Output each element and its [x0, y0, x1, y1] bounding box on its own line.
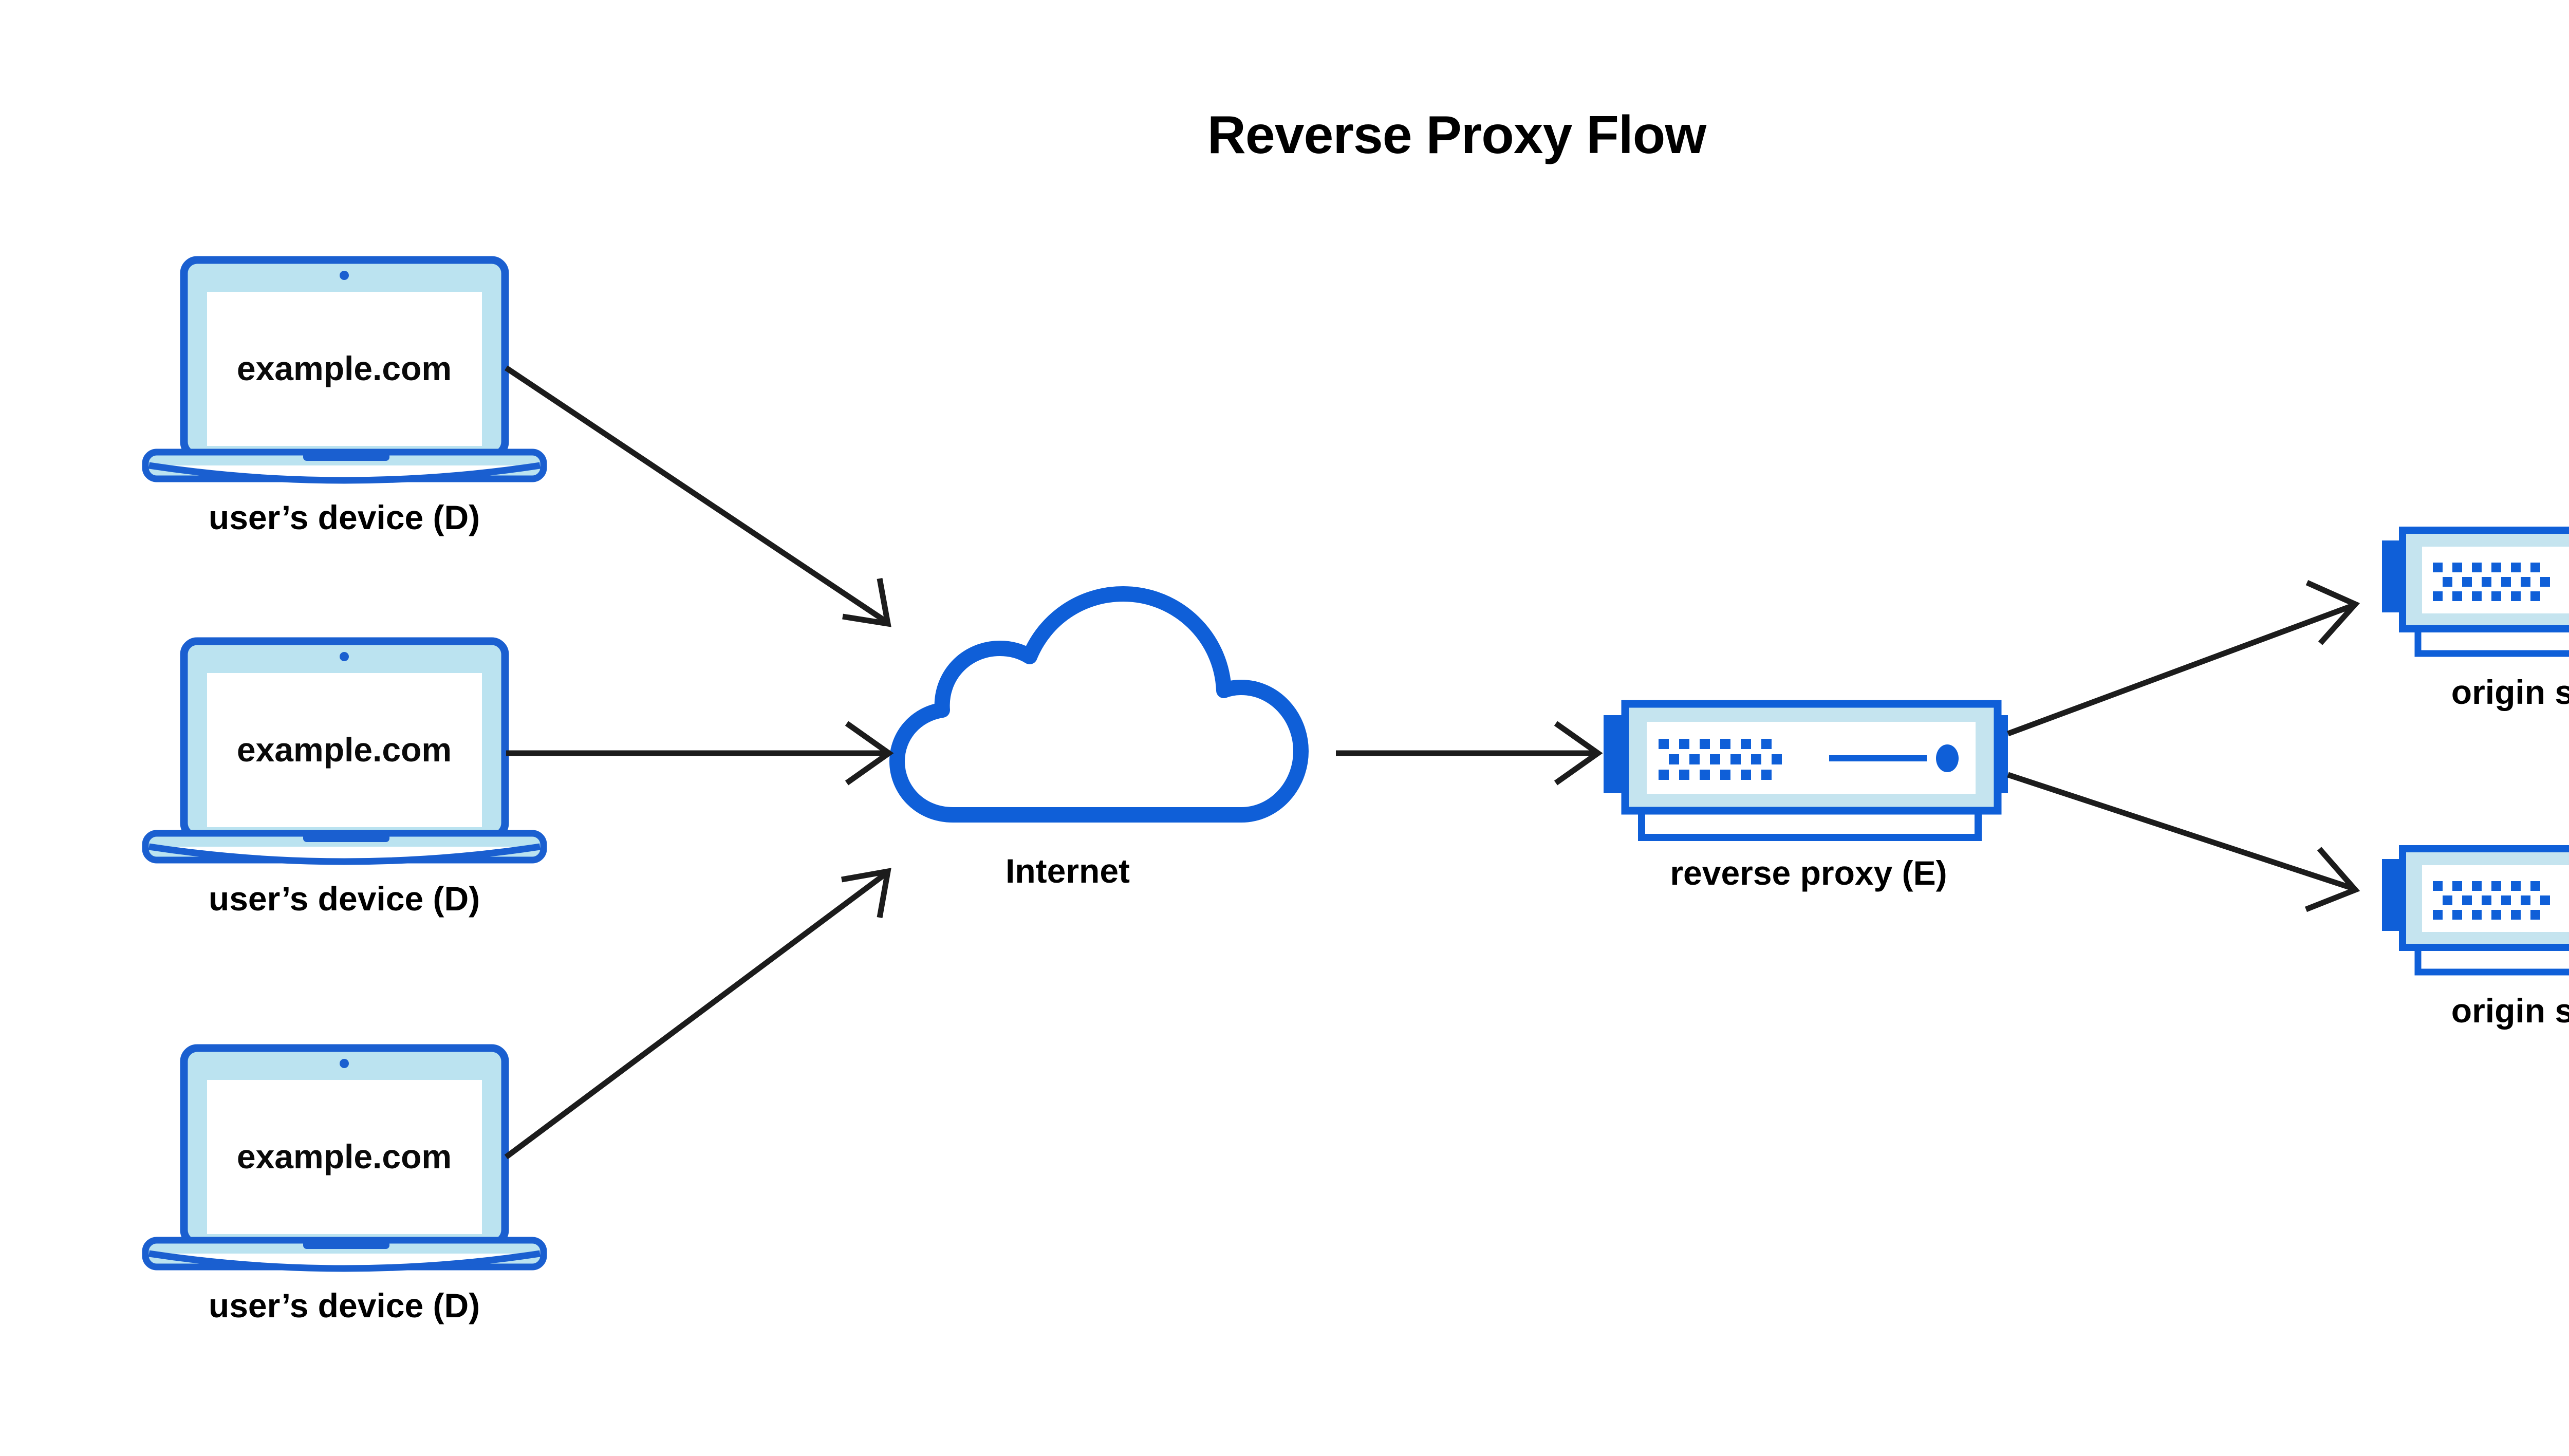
- server-icon: [2382, 527, 2569, 657]
- laptop-icon: [142, 1044, 547, 1272]
- origin-node-bottom[interactable]: origin server (F): [2382, 845, 2569, 1030]
- laptop-trackpad-notch: [303, 452, 389, 461]
- laptop-base-front: [148, 843, 541, 865]
- client-node-middle[interactable]: example.com user’s device (D): [142, 637, 547, 918]
- client-label-bottom: user’s device (D): [209, 1286, 480, 1324]
- laptop-screen-text: example.com: [237, 731, 452, 769]
- reverse-proxy-node[interactable]: reverse proxy (E): [1604, 700, 2008, 892]
- connector-client-middle-to-internet: [506, 721, 894, 786]
- origin-label-top: origin server (F): [2451, 673, 2569, 711]
- connector-client-top-to-internet: [504, 365, 891, 627]
- laptop-camera-icon: [340, 1059, 349, 1068]
- laptop-trackpad-notch: [303, 833, 389, 842]
- client-label-top: user’s device (D): [209, 498, 480, 536]
- server-vent-grid: [1659, 739, 1782, 780]
- laptop-screen: [207, 673, 482, 827]
- server-icon: [2382, 845, 2569, 976]
- connector-proxy-to-origin-top: [2007, 580, 2360, 737]
- connector-internet-to-proxy: [1336, 721, 1603, 786]
- page-title: Reverse Proxy Flow: [1207, 105, 1707, 165]
- client-node-bottom[interactable]: example.com user’s device (D): [142, 1044, 547, 1324]
- laptop-camera-icon: [340, 652, 349, 661]
- cloud-icon: [889, 586, 1309, 823]
- laptop-trackpad-notch: [303, 1240, 389, 1249]
- origin-node-top[interactable]: origin server (F): [2382, 527, 2569, 711]
- connector-client-bottom-to-internet: [504, 868, 891, 1160]
- client-node-top[interactable]: example.com user’s device (D): [142, 256, 547, 536]
- internet-node[interactable]: Internet: [889, 586, 1309, 890]
- laptop-screen: [207, 1080, 482, 1234]
- server-vent-grid: [2433, 881, 2550, 920]
- laptop-icon: [142, 637, 547, 865]
- reverse-proxy-label: reverse proxy (E): [1670, 854, 1947, 892]
- laptop-screen-text: example.com: [237, 349, 452, 387]
- laptop-base-front: [148, 462, 541, 484]
- client-label-middle: user’s device (D): [209, 880, 480, 918]
- laptop-icon: [142, 256, 547, 484]
- server-status-led: [1936, 744, 1959, 772]
- connector-proxy-to-origin-bottom: [2007, 772, 2360, 912]
- laptop-screen: [207, 292, 482, 446]
- server-status-bar: [1829, 755, 1927, 761]
- server-vent-grid: [2433, 563, 2550, 601]
- server-icon: [1604, 700, 2008, 841]
- laptop-base-front: [148, 1250, 541, 1272]
- laptop-camera-icon: [340, 271, 349, 280]
- laptop-screen-text: example.com: [237, 1137, 452, 1175]
- origin-label-bottom: origin server (F): [2451, 992, 2569, 1030]
- internet-label: Internet: [1006, 852, 1130, 890]
